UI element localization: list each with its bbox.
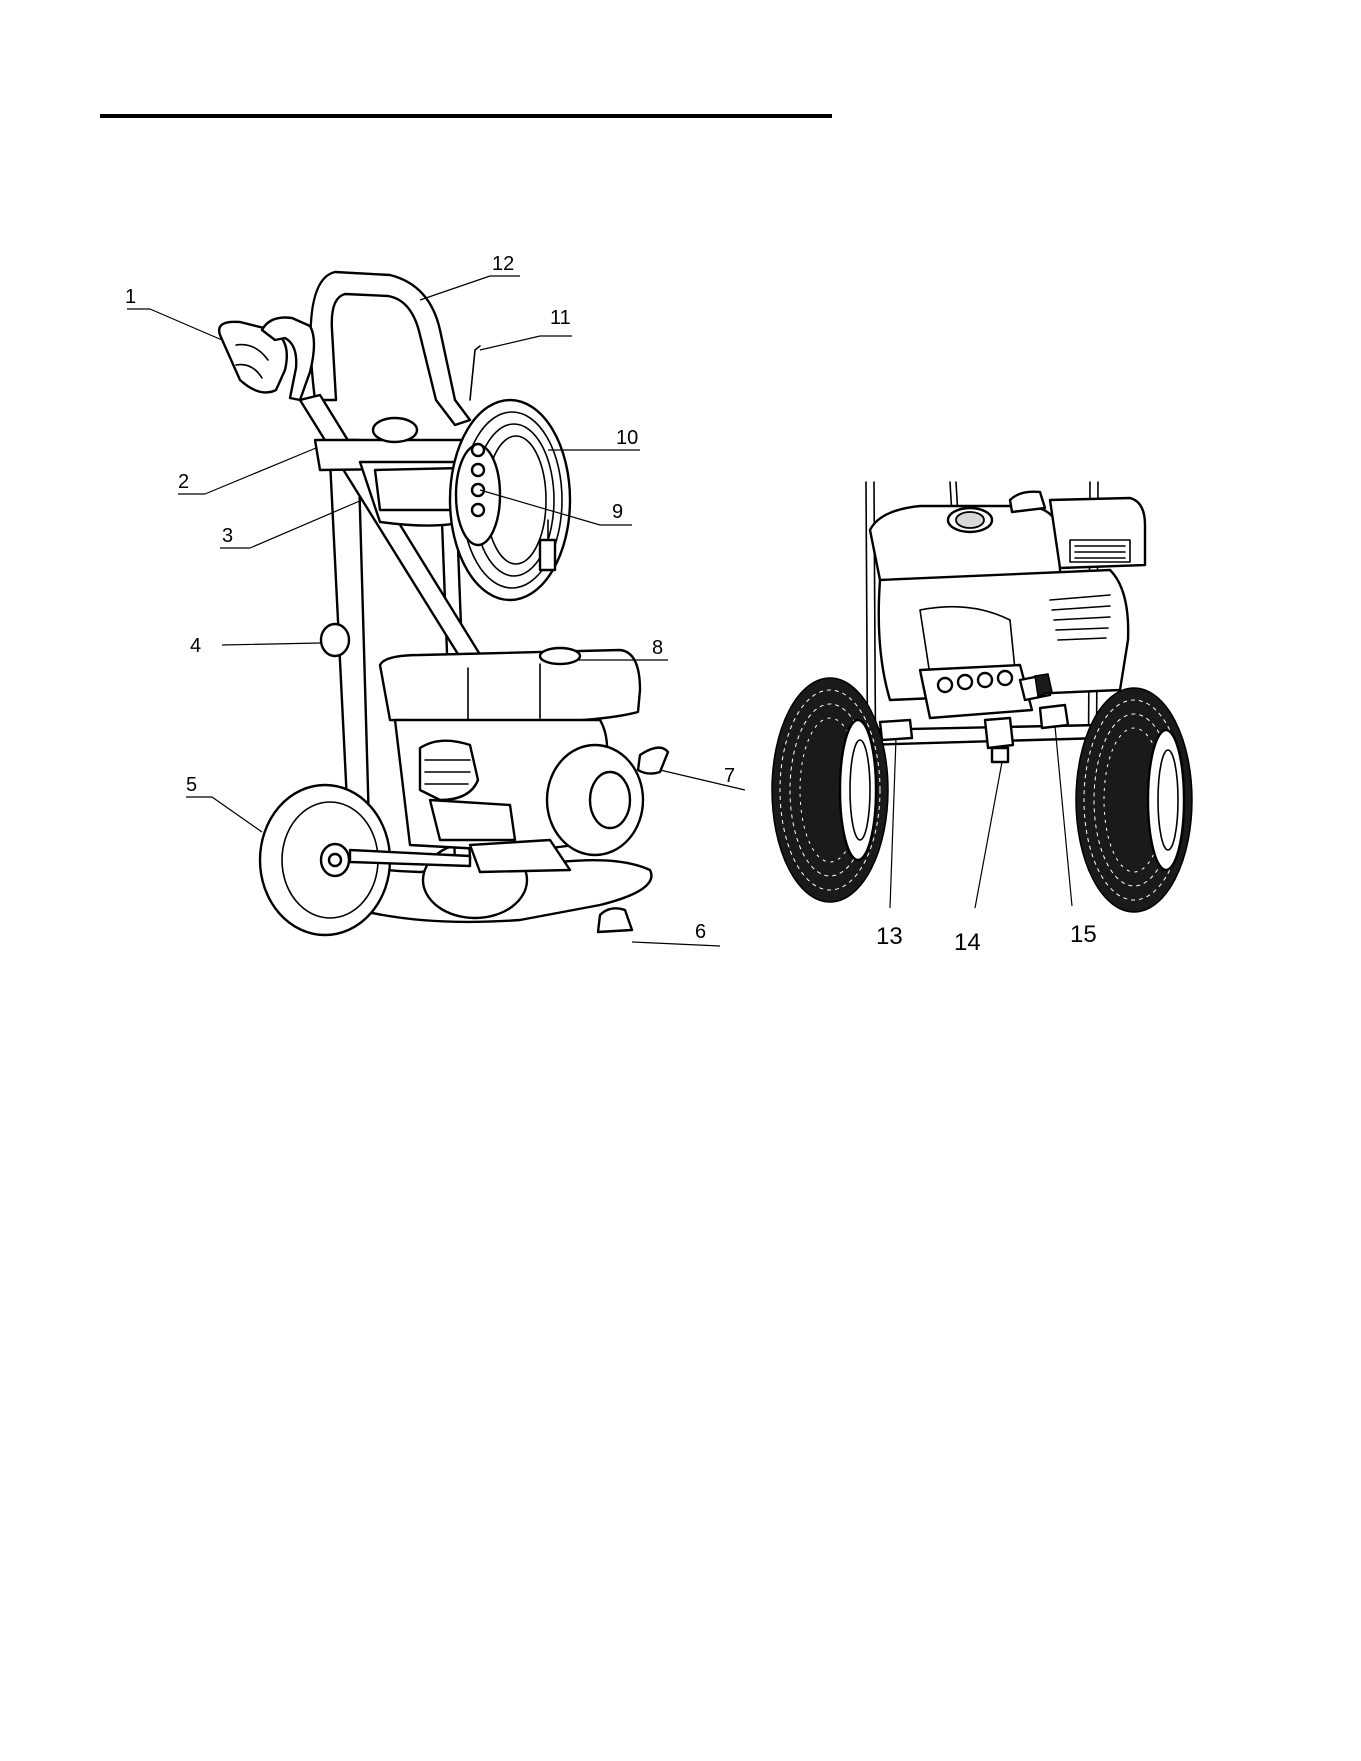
callout-11: 11 [550, 307, 571, 329]
leader-13 [890, 738, 896, 908]
leader-15 [1055, 726, 1072, 906]
rear-left-tire [772, 678, 888, 902]
pressure-washer-rear-view: 13 14 15 [770, 470, 1230, 970]
side-knob [321, 624, 349, 656]
rear-view-drawing: 13 14 15 [770, 470, 1230, 970]
engine-cylinder [420, 741, 478, 800]
pump-manifold [920, 665, 1032, 718]
callout-4: 4 [190, 635, 201, 657]
callout-6: 6 [695, 921, 706, 943]
pump-body [430, 800, 515, 840]
fuel-cap [540, 648, 580, 664]
callout-15: 15 [1070, 921, 1097, 948]
fuel-tank [380, 650, 640, 722]
starter-handle [638, 748, 668, 774]
high-pressure-outlet [985, 718, 1013, 748]
water-inlet [880, 720, 912, 740]
rear-right-tire [1076, 688, 1192, 912]
callout-7: 7 [724, 765, 735, 787]
detergent-cap [373, 418, 417, 442]
callout-2: 2 [178, 471, 189, 493]
pressure-washer-front-view: 1 2 3 4 5 6 7 8 9 10 11 12 [0, 0, 760, 980]
front-view-drawing: 1 2 3 4 5 6 7 8 9 10 11 12 [0, 0, 760, 980]
rear-oil-tank [1010, 492, 1045, 512]
leader-14 [975, 762, 1002, 908]
callout-13: 13 [876, 923, 903, 950]
callout-12: 12 [492, 253, 514, 275]
callout-3: 3 [222, 525, 233, 547]
callout-1: 1 [125, 286, 136, 308]
callout-10: 10 [616, 427, 638, 449]
callout-14: 14 [954, 929, 981, 956]
callout-8: 8 [652, 637, 663, 659]
reel-crank [470, 346, 480, 400]
handle [311, 272, 471, 425]
callout-5: 5 [186, 774, 197, 796]
stand-foot [598, 908, 632, 932]
hose-end [540, 540, 555, 570]
callout-9: 9 [612, 501, 623, 523]
pressure-adjust [1040, 705, 1068, 728]
